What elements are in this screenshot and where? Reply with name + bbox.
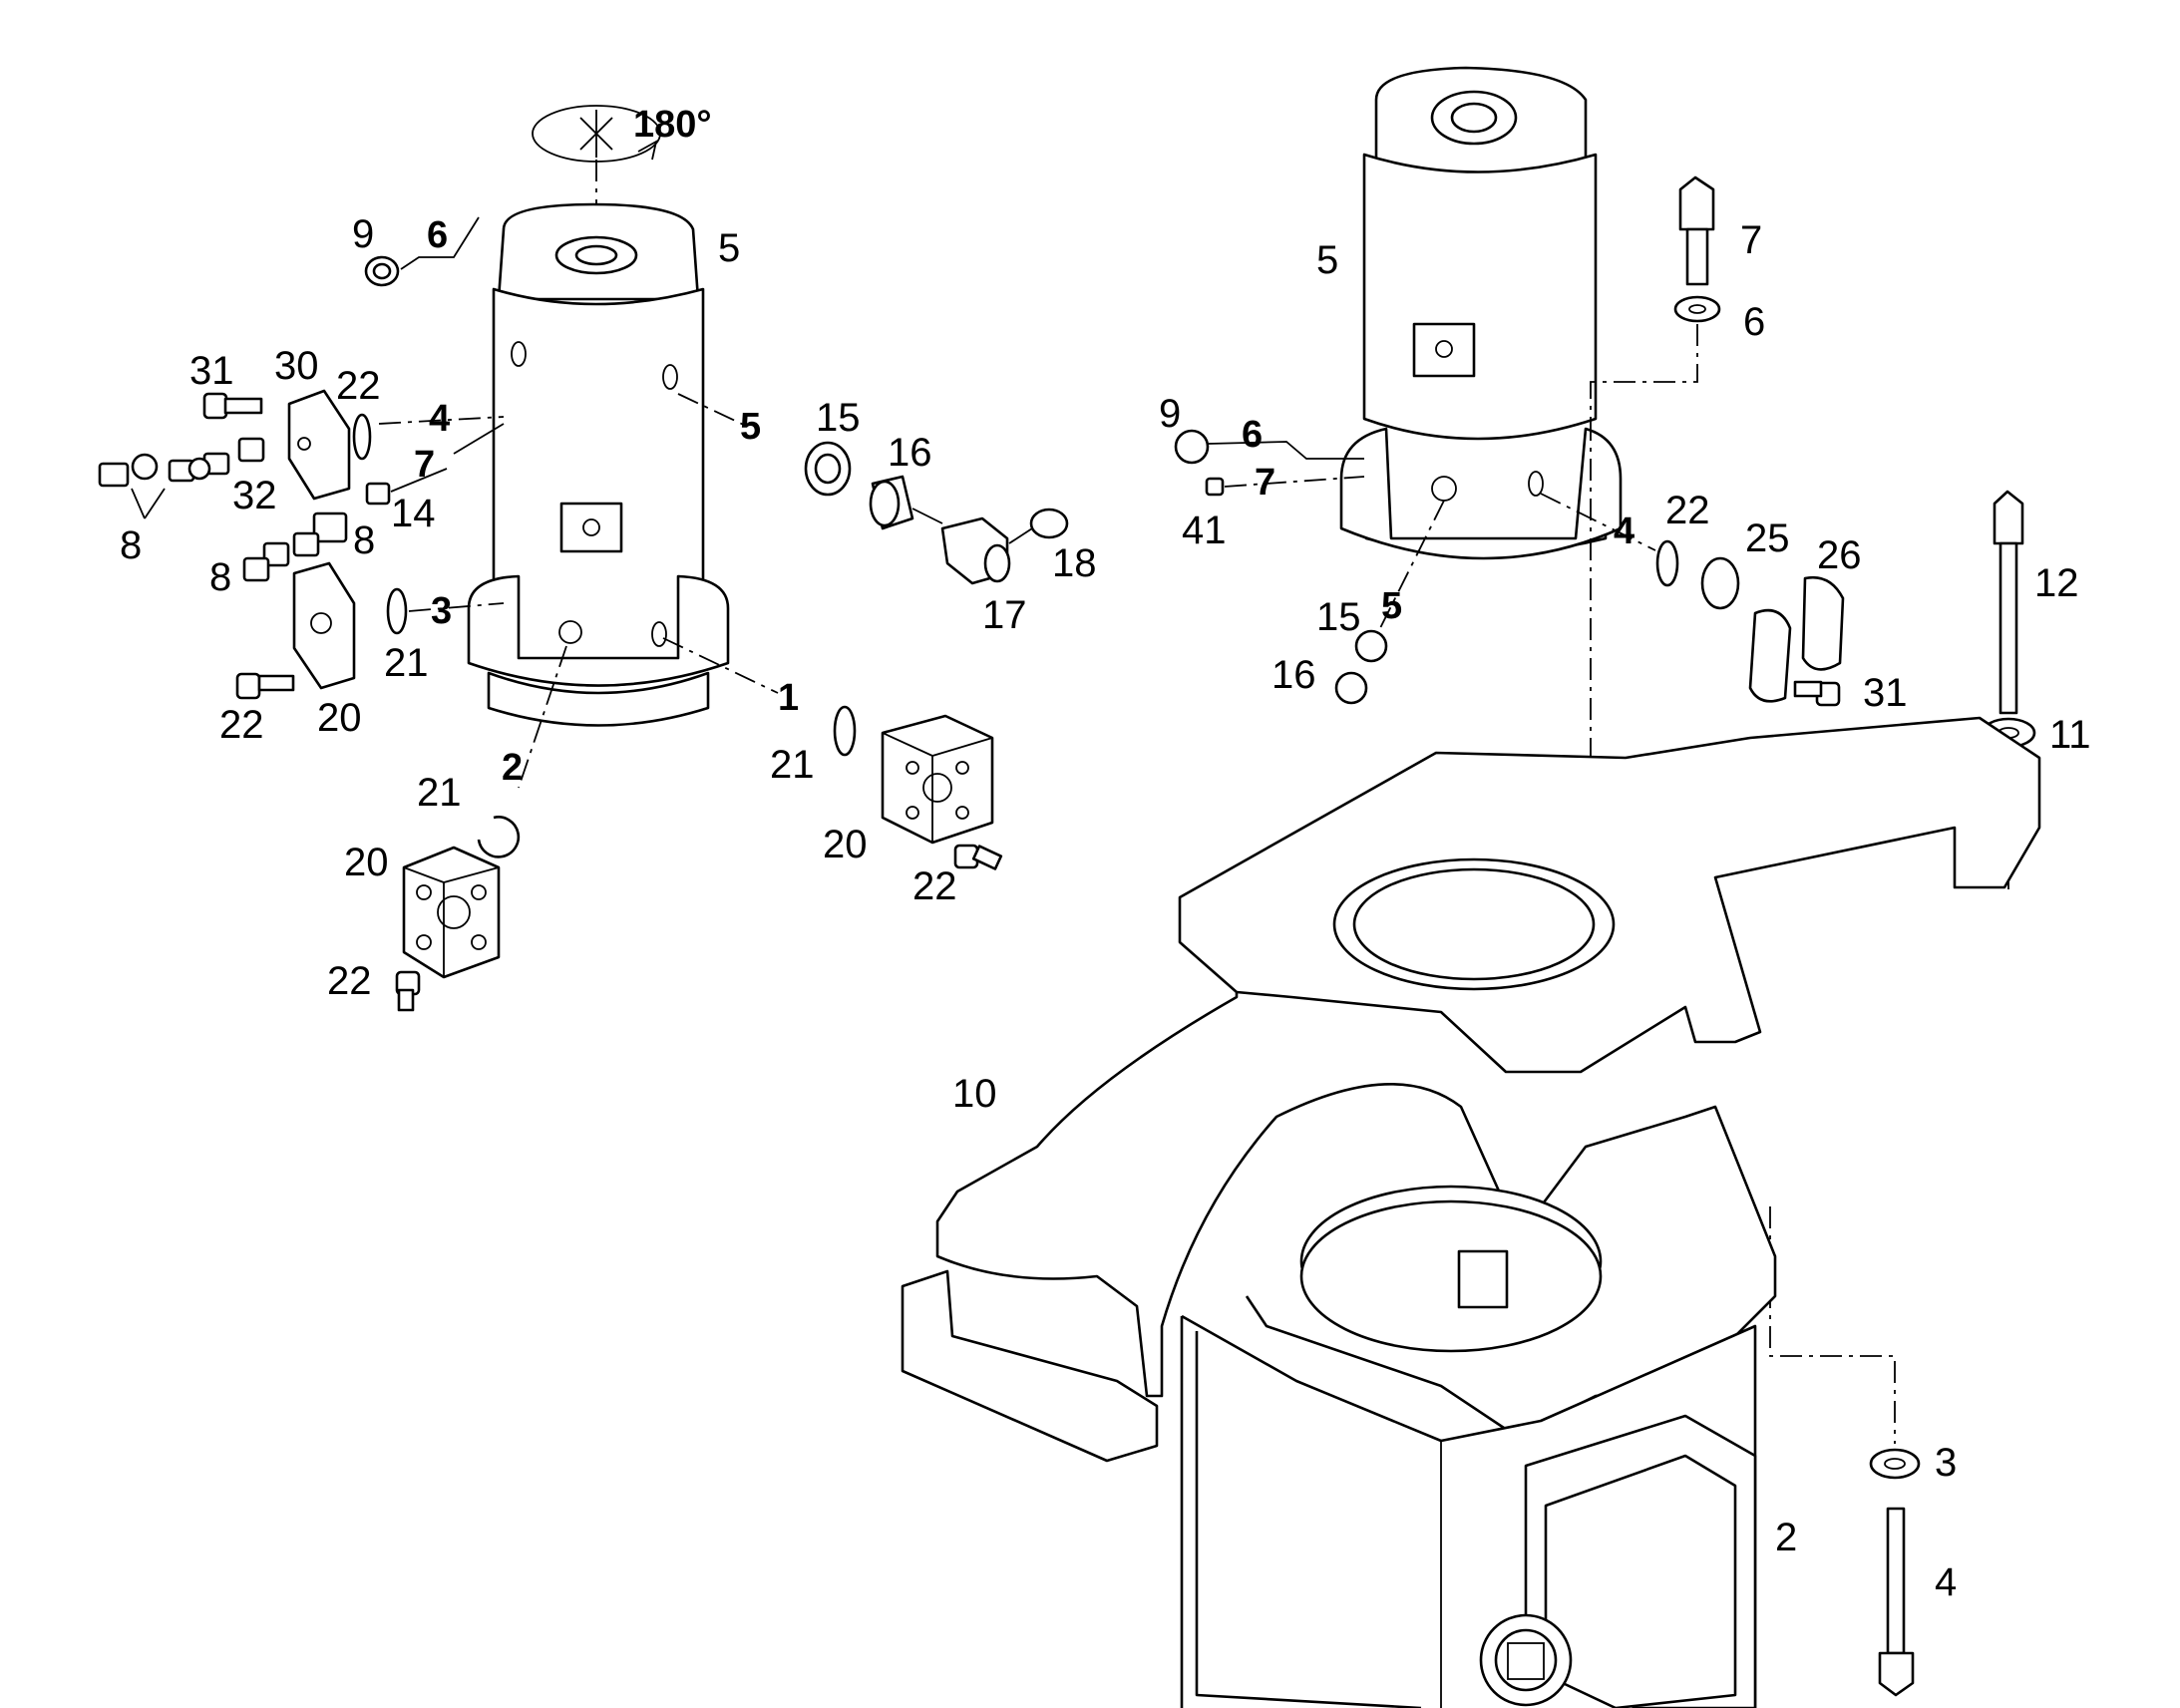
callout-31: 31 (189, 349, 234, 393)
callout-16: 16 (1272, 653, 1316, 697)
callout-22: 22 (327, 959, 372, 1003)
callout-5: 5 (1316, 238, 1338, 282)
callout-6: 6 (1242, 414, 1263, 456)
callout-16: 16 (888, 431, 932, 475)
callout-12: 12 (2034, 561, 2079, 605)
callout-4: 4 (1935, 1560, 1957, 1604)
callout-6: 6 (427, 214, 448, 256)
callout-2: 2 (502, 747, 523, 789)
rotation-angle-label: 180° (633, 104, 712, 146)
left-small-parts (98, 216, 1069, 1012)
left-rotary-unit (467, 105, 730, 727)
callout-21: 21 (417, 771, 462, 815)
callout-9: 9 (352, 212, 374, 256)
callout-11: 11 (2049, 713, 2091, 757)
callout-7: 7 (1740, 218, 1762, 262)
callout-20: 20 (344, 841, 389, 884)
callout-22: 22 (336, 364, 381, 408)
callout-10: 10 (952, 1072, 997, 1116)
callout-5: 5 (718, 226, 740, 270)
callout-2: 2 (1775, 1516, 1797, 1559)
callout-6: 6 (1743, 300, 1765, 344)
base-frame (901, 419, 2041, 1708)
callout-8: 8 (120, 523, 142, 567)
callout-41: 41 (1182, 509, 1227, 552)
callouts-right: 5 7 6 9 6 7 41 4 22 25 26 31 15 5 16 12 … (952, 218, 2091, 1604)
callout-3: 3 (431, 590, 452, 632)
callout-7: 7 (1255, 462, 1275, 504)
right-rotary-unit (1339, 66, 1623, 560)
callout-17: 17 (982, 593, 1027, 637)
callout-22: 22 (912, 864, 957, 908)
callouts-left: 180° 5 9 6 31 30 22 4 7 32 14 8 8 8 3 21… (120, 104, 1097, 1003)
callout-9: 9 (1159, 392, 1181, 436)
callout-21: 21 (770, 743, 815, 787)
callout-22: 22 (219, 703, 264, 747)
callout-30: 30 (274, 344, 319, 388)
callout-7: 7 (414, 444, 435, 486)
callout-20: 20 (317, 696, 362, 740)
callout-31: 31 (1863, 671, 1908, 715)
callout-32: 32 (232, 474, 277, 517)
callout-15: 15 (816, 396, 861, 440)
callout-4: 4 (1614, 511, 1635, 552)
callout-21: 21 (384, 641, 429, 685)
callout-14: 14 (391, 492, 436, 535)
callout-5: 5 (1381, 585, 1402, 627)
callout-25: 25 (1745, 516, 1790, 560)
callout-26: 26 (1817, 533, 1862, 577)
callout-1: 1 (778, 677, 799, 719)
callout-15: 15 (1316, 595, 1361, 639)
callout-8: 8 (353, 518, 375, 562)
callout-8: 8 (209, 555, 231, 599)
callout-3: 3 (1935, 1441, 1957, 1485)
callout-4: 4 (429, 398, 450, 440)
callout-18: 18 (1052, 541, 1097, 585)
callout-5: 5 (740, 406, 761, 448)
callout-22: 22 (1665, 489, 1710, 532)
callout-20: 20 (823, 823, 868, 866)
